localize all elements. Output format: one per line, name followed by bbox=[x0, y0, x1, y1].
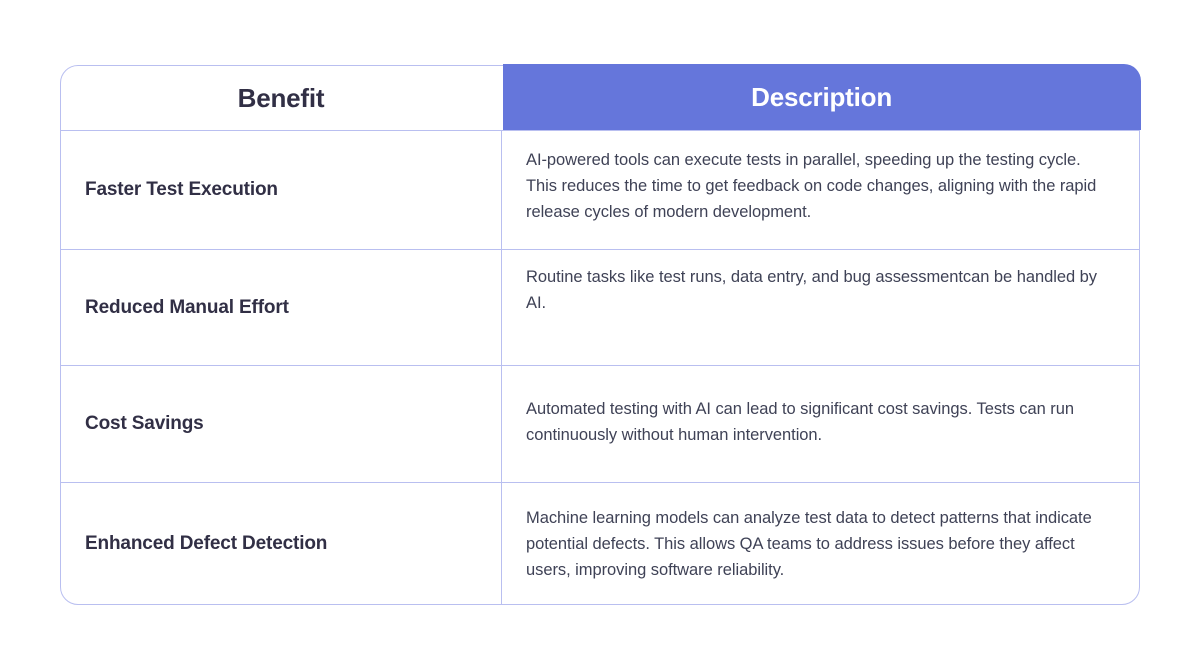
column-header-benefit: Benefit bbox=[61, 66, 501, 130]
benefit-label: Enhanced Defect Detection bbox=[85, 532, 328, 554]
benefit-cell: Enhanced Defect Detection bbox=[61, 483, 501, 604]
benefit-label: Reduced Manual Effort bbox=[85, 296, 289, 318]
benefit-cell: Reduced Manual Effort bbox=[61, 250, 501, 365]
benefit-label: Cost Savings bbox=[85, 413, 204, 435]
description-text: AI-powered tools can execute tests in pa… bbox=[526, 151, 1097, 222]
benefit-cell: Cost Savings bbox=[61, 366, 501, 482]
description-cell: AI-powered tools can execute tests in pa… bbox=[501, 131, 1139, 249]
column-header-description: Description bbox=[502, 64, 1141, 130]
description-cell: Automated testing with AI can lead to si… bbox=[501, 366, 1139, 482]
table-row: Faster Test Execution AI-powered tools c… bbox=[61, 130, 1139, 249]
description-text: Routine tasks like test runs, data entry… bbox=[526, 268, 1097, 313]
description-cell: Machine learning models can analyze test… bbox=[501, 483, 1139, 604]
column-header-benefit-label: Benefit bbox=[237, 83, 325, 113]
table-row: Enhanced Defect Detection Machine learni… bbox=[61, 482, 1139, 604]
description-text: Automated testing with AI can lead to si… bbox=[526, 400, 1074, 445]
table-body: Benefit Description Faster Test Executio… bbox=[61, 64, 1141, 604]
benefit-label: Faster Test Execution bbox=[85, 179, 278, 201]
column-header-description-label: Description bbox=[751, 82, 892, 113]
description-cell: Routine tasks like test runs, data entry… bbox=[501, 250, 1139, 365]
table-header-row: Benefit Description bbox=[61, 64, 1141, 130]
description-text: Machine learning models can analyze test… bbox=[526, 509, 1092, 580]
benefits-table: Benefit Description Faster Test Executio… bbox=[60, 64, 1141, 605]
table-row: Cost Savings Automated testing with AI c… bbox=[61, 365, 1139, 482]
table-row: Reduced Manual Effort Routine tasks like… bbox=[61, 249, 1139, 365]
benefit-cell: Faster Test Execution bbox=[61, 131, 501, 249]
